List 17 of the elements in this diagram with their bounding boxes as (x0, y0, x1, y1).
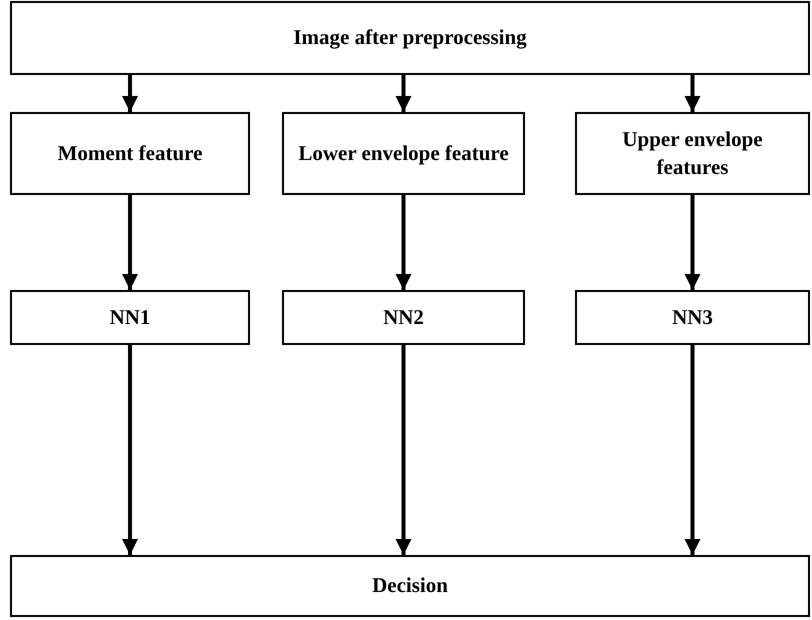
arrow (396, 195, 412, 290)
process-box: NN2 (282, 290, 525, 345)
process-box: Lower envelope feature (282, 112, 525, 195)
arrow (684, 195, 700, 290)
process-box: NN3 (575, 290, 810, 345)
process-box: NN1 (10, 290, 250, 345)
process-box: Image after preprocessing (10, 1, 810, 75)
arrow (684, 345, 700, 555)
arrow (122, 345, 138, 555)
process-box: Decision (10, 555, 810, 617)
arrow (684, 75, 700, 112)
arrow (122, 195, 138, 290)
process-box: Upper envelope features (575, 112, 810, 195)
arrow (396, 75, 412, 112)
arrow (122, 75, 138, 112)
process-box: Moment feature (10, 112, 250, 195)
arrow (396, 345, 412, 555)
